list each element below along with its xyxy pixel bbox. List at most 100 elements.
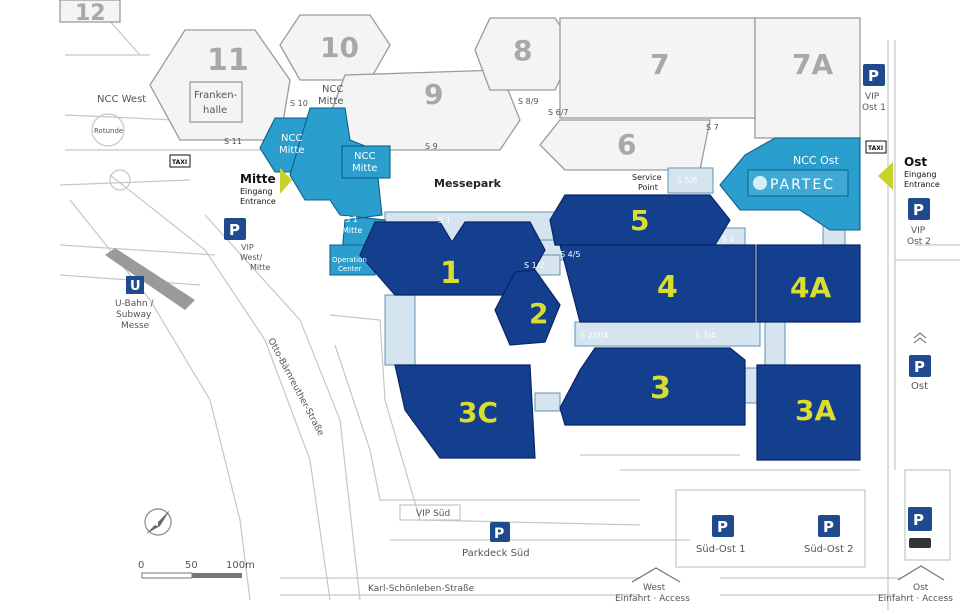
parking-vip-ost2-label-1: VIP: [911, 226, 926, 236]
parking-sued-ost1-icon: [712, 515, 734, 537]
taxi-ost-label: TAXI: [868, 145, 883, 152]
hall-4a-label: 4A: [790, 271, 831, 304]
hall-7-label: 7: [650, 48, 669, 81]
hall-4-label: 4: [657, 270, 678, 305]
ncc-mitte-hex-label-2: Mitte: [279, 145, 304, 156]
parking-bus-p: P: [913, 511, 924, 529]
parking-sued-ost2[interactable]: P Süd-Ost 2: [804, 515, 853, 555]
ubahn-label-3: Messe: [121, 321, 150, 331]
entrance-mitte-line2: Entrance: [240, 197, 276, 206]
hall-5-label: 5: [630, 204, 649, 237]
hall-3c-outline: [394, 364, 536, 459]
hall-11-label: 11: [207, 43, 249, 78]
access-west-label-1: West: [643, 583, 666, 593]
ubahn-label-1: U-Bahn /: [115, 299, 154, 309]
scale-0-label: 0: [138, 560, 144, 571]
hall-3-outline: [559, 347, 746, 426]
parking-bus-icon: [908, 507, 932, 531]
hall-12-outline: [59, 0, 121, 23]
compass-needle-icon: [146, 510, 170, 534]
parking-ost-label: Ost: [911, 381, 928, 392]
partec-brand-label: PARTEC: [770, 177, 835, 193]
parking-sued-ost2-icon: [818, 515, 840, 537]
ubahn-station[interactable]: U U-Bahn / Subway Messe: [105, 248, 195, 331]
parking-vip-west-mitte-label-2: West/: [240, 253, 263, 262]
partec-logo-icon: [753, 176, 767, 190]
walkway-s9-label: S 9: [425, 142, 438, 151]
walkway-s7-label: S 7: [706, 123, 719, 132]
parking-ost-p: P: [914, 358, 925, 376]
hall-7a-outline: [754, 17, 861, 139]
ncc-mitte-top-label-1: NCC: [322, 84, 343, 95]
walkway-s11-label: S 11: [224, 137, 242, 146]
access-ost[interactable]: Ost Einfahrt · Access: [878, 565, 953, 604]
parking-ost[interactable]: P Ost: [909, 332, 931, 392]
walkway-s34-label: S 3/4: [695, 331, 716, 340]
hall-7-outline: [559, 17, 756, 119]
walkway-s45-label: S 4/5: [560, 250, 581, 259]
walkway-s1-label: S 1: [438, 216, 451, 225]
entrance-ost-line2: Entrance: [904, 180, 940, 189]
entrance-mitte[interactable]: Mitte Eingang Entrance: [240, 168, 292, 206]
hall-1-outline: [359, 221, 546, 296]
parking-vip-west-mitte[interactable]: P VIP West/ Mitte: [224, 218, 270, 272]
hall-6-label: 6: [617, 128, 636, 161]
scale-bar: 0 50 100m: [138, 560, 255, 579]
walkway-s10-label: S 10: [290, 99, 308, 108]
operation-center-label-1: Operation: [332, 256, 367, 264]
parking-vip-ost1-icon: [863, 64, 885, 86]
hall-12-label: 12: [75, 1, 106, 26]
bus-icon: [909, 538, 931, 548]
ncc-mitte-hex-label-1: NCC: [281, 133, 302, 144]
direction-chevron-icon: [913, 332, 927, 344]
access-west[interactable]: West Einfahrt · Access: [615, 567, 690, 604]
messepark-label: Messepark: [434, 177, 502, 190]
hall-2-label: 2: [529, 297, 548, 330]
taxi-west-icon: [169, 154, 191, 168]
parking-vip-ost1-p: P: [868, 67, 879, 85]
ncc-west-label: NCC West: [97, 94, 146, 105]
entrance-ost-title: Ost: [904, 155, 927, 169]
walkway-s12-label: S 1/2: [524, 261, 545, 270]
entrance-ost-arrow-icon: [878, 162, 893, 190]
hall-1-label: 1: [440, 256, 461, 291]
parking-sued-ost1-p: P: [717, 518, 728, 536]
ubahn-platform: [105, 248, 195, 310]
street-karl-label: Karl-Schönleben-Straße: [368, 584, 475, 594]
hall-8-outline: [474, 17, 576, 91]
walkway-s89-label: S 8/9: [518, 97, 539, 106]
entrance-mitte-arrow-icon: [280, 168, 292, 194]
ncc-mitte-box-label-1: NCC: [354, 151, 375, 162]
walkway-s234-label: S 2/3/4: [580, 331, 608, 340]
parkdeck-sued-icon: [490, 522, 510, 542]
walkway-s56-label: S 5/6: [677, 176, 698, 185]
walkway-s1-mitte-label-1: S 1: [345, 215, 358, 224]
entrance-mitte-line1: Eingang: [240, 187, 272, 196]
hall-9-label: 9: [424, 78, 443, 111]
walkway-s67-label: S 6/7: [548, 108, 569, 117]
ncc-mitte-box-label-2: Mitte: [352, 163, 377, 174]
walkway-s1-mitte-label-2: Mitte: [342, 226, 362, 235]
parking-vip-ost1-label-1: VIP: [865, 92, 880, 102]
access-west-label-2: Einfahrt · Access: [615, 594, 690, 604]
hall-5-outline: [549, 194, 731, 246]
parking-vip-ost1-label-2: Ost 1: [862, 103, 886, 113]
hall-4a-outline: [756, 244, 861, 323]
hall-10-label: 10: [320, 31, 359, 64]
parking-vip-ost2-label-2: Ost 2: [907, 237, 931, 247]
entrance-mitte-title: Mitte: [240, 172, 276, 186]
parking-sued-ost2-label: Süd-Ost 2: [804, 544, 853, 555]
ncc-mitte-top-label-2: Mitte: [318, 96, 343, 107]
parking-vip-ost1[interactable]: P VIP Ost 1: [862, 64, 886, 113]
entrance-ost[interactable]: Ost Eingang Entrance: [878, 155, 940, 190]
hall-8-label: 8: [513, 34, 532, 67]
parking-bus[interactable]: P: [908, 507, 932, 548]
access-ost-chevron-icon: [897, 565, 945, 581]
parking-vip-ost2[interactable]: P VIP Ost 2: [907, 198, 931, 247]
service-point-label-1: Service: [632, 173, 662, 182]
entrance-ost-line1: Eingang: [904, 170, 936, 179]
parking-parkdeck-sued[interactable]: P Parkdeck Süd: [462, 522, 530, 559]
scale-100-label: 100m: [226, 560, 255, 571]
parking-sued-ost1[interactable]: P Süd-Ost 1: [696, 515, 745, 555]
